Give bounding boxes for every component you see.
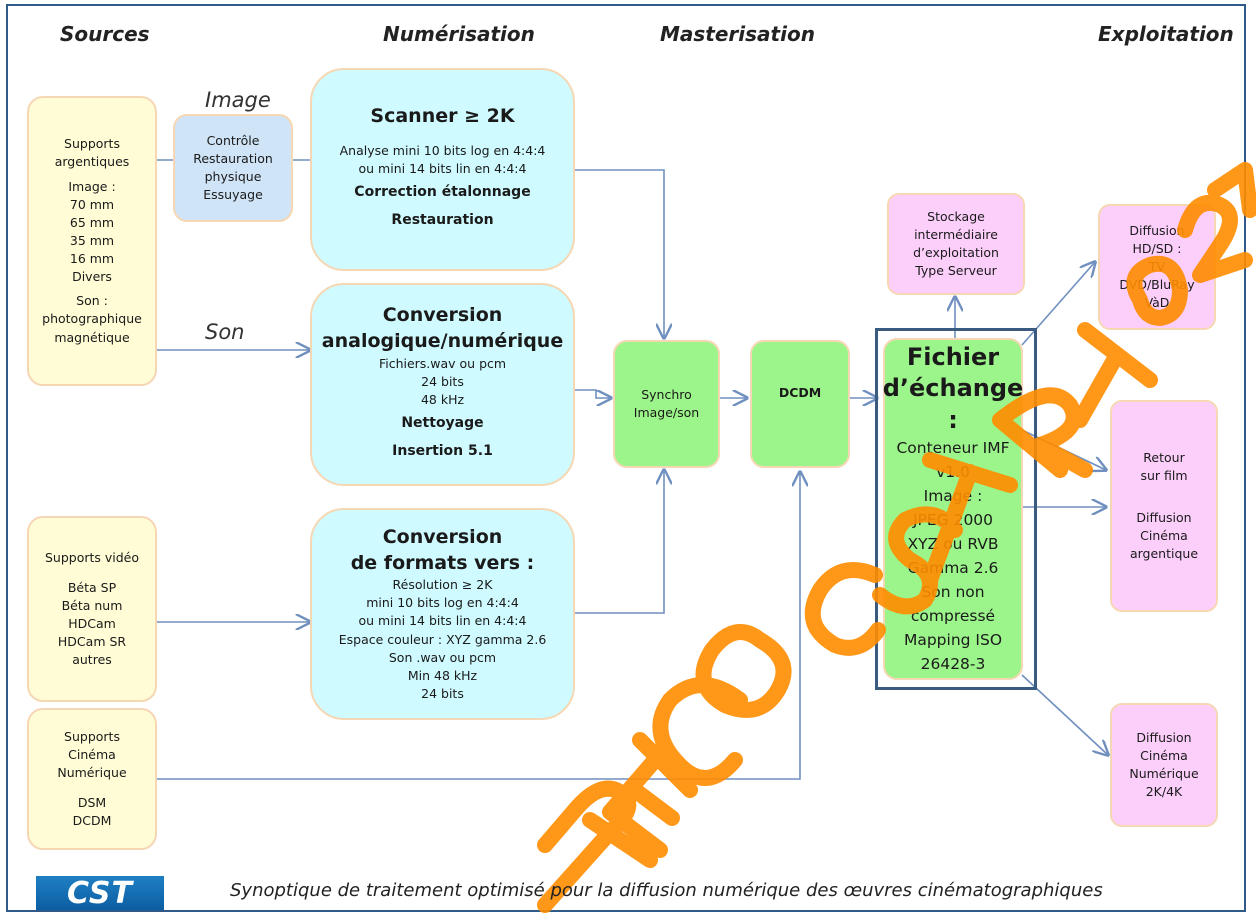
scanner-line: ou mini 14 bits lin en 4:4:4: [358, 161, 527, 177]
stockage-line: Stockage: [927, 208, 985, 224]
conversion-title: analogique/numérique: [321, 330, 564, 353]
header-masterisation: Masterisation: [660, 22, 815, 46]
formats-line: ou mini 14 bits lin en 4:4:4: [358, 613, 527, 629]
controle-line: Essuyage: [203, 187, 263, 203]
header-exploitation: Exploitation: [1098, 22, 1234, 46]
formats-title: de formats vers :: [350, 551, 535, 574]
formats-line: mini 10 bits log en 4:4:4: [366, 595, 519, 611]
label-image: Image: [205, 88, 271, 112]
stockage-line: intermédiaire: [914, 226, 998, 242]
scanner-title: Scanner ≥ 2K: [370, 105, 515, 128]
controle-line: physique: [204, 169, 262, 184]
header-sources: Sources: [60, 22, 150, 46]
conversion-line: 24 bits: [421, 373, 464, 389]
diffhd-line: Diffusion: [1129, 222, 1185, 238]
argentique-line: Image :: [68, 178, 116, 194]
box-diffusion-numerique: Diffusion Cinéma Numérique 2K/4K: [1110, 703, 1218, 827]
formats-line: Résolution ≥ 2K: [392, 577, 493, 593]
argentique-line: 65 mm: [69, 214, 115, 230]
argentique-line: magnétique: [54, 329, 130, 345]
synchro-line: Image/son: [633, 405, 700, 420]
video-line: HDCam: [68, 616, 116, 631]
conversion-line: 48 kHz: [420, 391, 465, 407]
box-supports-video: Supports vidéo Béta SP Béta num HDCam HD…: [27, 516, 157, 702]
diffhd-line: DVD/BluRay: [1119, 277, 1195, 293]
fichier-title: Fichier: [906, 343, 1000, 372]
box-supports-cinema-numerique: Supports Cinéma Numérique DSM DCDM: [27, 708, 157, 850]
label-son: Son: [205, 320, 245, 344]
video-line: Supports vidéo: [44, 549, 140, 565]
header-numerisation: Numérisation: [383, 22, 535, 46]
diffnum-line: 2K/4K: [1145, 784, 1183, 800]
conversion-line: Fichiers.wav ou pcm: [378, 355, 507, 371]
cinema-line: Cinéma: [68, 746, 116, 762]
cst-logo: CST: [36, 875, 164, 911]
diffnum-line: Numérique: [1129, 766, 1199, 781]
stockage-line: Type Serveur: [915, 263, 997, 279]
argentique-line: Divers: [72, 269, 112, 285]
stockage-line: d’exploitation: [913, 245, 999, 260]
retour-line: sur film: [1140, 467, 1188, 483]
box-scanner: Scanner ≥ 2K Analyse mini 10 bits log en…: [310, 68, 575, 271]
argentique-line: 35 mm: [69, 232, 115, 248]
video-line: HDCam SR: [57, 634, 127, 650]
argentique-line: photographique: [42, 311, 142, 327]
fichier-line: Mapping ISO: [903, 630, 1003, 649]
video-line: Béta SP: [67, 579, 117, 595]
cinema-line: Supports: [64, 728, 120, 744]
diffnum-line: Diffusion: [1136, 729, 1192, 745]
scanner-correction: Correction étalonnage: [354, 184, 531, 201]
conversion-nettoyage: Nettoyage: [401, 415, 484, 432]
box-synchro: Synchro Image/son: [613, 340, 720, 468]
conversion-title: Conversion: [382, 304, 503, 327]
box-diffusion-hd: Diffusion HD/SD : TV DVD/BluRay VàD: [1098, 204, 1216, 330]
video-line: Béta num: [61, 597, 123, 613]
retour-line: Cinéma: [1140, 528, 1188, 544]
argentique-line: 16 mm: [69, 251, 115, 267]
argentique-line: Son :: [76, 293, 108, 309]
formats-line: Min 48 kHz: [407, 667, 478, 683]
scanner-line: Analyse mini 10 bits log en 4:4:4: [339, 142, 546, 158]
conversion-insertion: Insertion 5.1: [392, 443, 493, 460]
argentique-line: argentiques: [54, 154, 130, 170]
logo-text: CST: [66, 875, 134, 911]
argentique-line: Supports: [64, 136, 120, 152]
diagram-caption: Synoptique de traitement optimisé pour l…: [230, 880, 1103, 901]
formats-title: Conversion: [382, 525, 503, 548]
retour-line: Diffusion: [1136, 509, 1192, 525]
box-retour-film: Retour sur film Diffusion Cinéma argenti…: [1110, 400, 1218, 612]
formats-line: 24 bits: [421, 685, 464, 701]
box-dcdm: DCDM: [750, 340, 850, 468]
box-supports-argentiques: Supports argentiques Image : 70 mm 65 mm…: [27, 96, 157, 386]
formats-line: Espace couleur : XYZ gamma 2.6: [338, 631, 547, 647]
diffnum-line: Cinéma: [1140, 747, 1188, 763]
argentique-line: 70 mm: [69, 196, 115, 212]
retour-line: argentique: [1129, 546, 1199, 562]
controle-line: Restauration: [193, 150, 273, 166]
cinema-line: Numérique: [57, 764, 127, 780]
box-controle: Contrôle Restauration physique Essuyage: [173, 114, 293, 222]
diffhd-line: VàD: [1144, 295, 1170, 311]
cinema-line: DSM: [77, 795, 107, 811]
controle-line: Contrôle: [206, 132, 260, 148]
box-conversion-formats: Conversion de formats vers : Résolution …: [310, 508, 575, 720]
synchro-line: Synchro: [641, 386, 692, 402]
retour-line: Retour: [1143, 449, 1185, 465]
box-stockage: Stockage intermédiaire d’exploitation Ty…: [887, 193, 1025, 295]
video-line: autres: [72, 652, 112, 668]
fichier-line: 26428-3: [920, 654, 986, 673]
diffhd-line: HD/SD :: [1132, 240, 1182, 256]
dcdm-label: DCDM: [778, 385, 822, 400]
scanner-restauration: Restauration: [391, 212, 494, 229]
cinema-line: DCDM: [72, 813, 112, 829]
formats-line: Son .wav ou pcm: [388, 649, 497, 665]
diffhd-line: TV: [1148, 258, 1166, 274]
fichier-highlight-frame: [875, 328, 1037, 690]
box-conversion-analogique: Conversion analogique/numérique Fichiers…: [310, 283, 575, 486]
